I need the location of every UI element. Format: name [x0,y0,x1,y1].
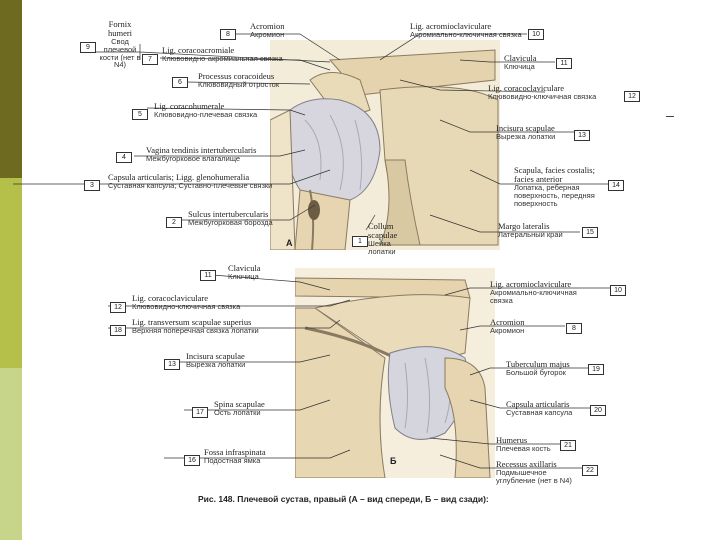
label-collum-scapulae: Collum scapulae Шейка лопатки [368,222,412,256]
label-russian: Суставная капсула; Суставно-плечевые свя… [108,182,284,190]
label-vagina-tendinis: Vagina tendinis intertubercularis Межбуг… [146,146,256,163]
illustration-posterior-view [295,268,495,478]
label-latin: Fornix humeri [98,20,142,38]
label-fornix-humeri: Fornix humeri Свод плечевой кости (нет в… [98,20,142,69]
label-russian: Суставная капсула [506,409,572,417]
panel-letter-a: A [286,238,293,248]
label-russian: Верхняя поперечная связка лопатки [132,327,259,335]
label-number: 12 [110,302,126,313]
label-sulcus-intertubercularis: Sulcus intertubercularis Межбугорковая б… [188,210,273,227]
label-russian: Ость лопатки [214,409,265,417]
label-latin: Scapula, facies costalis; facies anterio… [514,166,606,184]
label-lig-coracohumerale: Lig. coracohumerale Клювовидно-плечевая … [154,102,257,119]
label-russian: Акромион [250,31,284,39]
label-number: 13 [164,359,180,370]
label-margo-lateralis: Margo lateralis Латеральный край [498,222,563,239]
label-russian: Клювовидный отросток [198,81,279,89]
label-acromion-b: Acromion Акромион [490,318,524,335]
label-number: 10 [610,285,626,296]
label-number: 12 [624,91,640,102]
label-latin: Collum scapulae [368,222,412,240]
label-clavicula-a: Clavicula Ключица [504,54,537,71]
label-recessus-axillaris: Recessus axillaris Подмышечное углублени… [496,460,578,485]
label-clavicula-b: Clavicula Ключица [228,264,261,281]
label-lig-acromioclaviculare-a: Lig. acromioclaviculare Акромиально-ключ… [410,22,522,39]
label-lig-coracoclaviculare-b: Lig. coracoclaviculare Клювовидно-ключич… [132,294,240,311]
label-number: 8 [220,29,236,40]
label-number: 9 [80,42,96,53]
label-scapula-facies-costalis: Scapula, facies costalis; facies anterio… [514,166,606,207]
panel-letter-b: Б [390,456,396,466]
label-number: 6 [172,77,188,88]
label-russian: Клювовидно-плечевая связка [154,111,257,119]
label-acromion-a: Acromion Акромион [250,22,284,39]
label-capsula-articularis-a: Capsula articularis; Ligg. glenohumerali… [108,173,284,190]
label-incisura-scapulae-b: Incisura scapulae Вырезка лопатки [186,352,245,369]
figure-caption: Рис. 148. Плечевой сустав, правый (А – в… [198,494,489,504]
label-number: 17 [192,407,208,418]
label-lig-coracoacromiale: Lig. coracoacromiale Клювовидно-акромиал… [162,46,283,63]
label-number: 21 [560,440,576,451]
label-tuberculum-majus: Tuberculum majus Большой бугорок [506,360,570,377]
label-lig-coracoclaviculare-a: Lig. coracoclaviculare Клювовидно-ключич… [488,84,596,101]
label-russian: Лопатка, реберная поверхность, передняя … [514,184,606,208]
label-russian: Акромиально-ключичная связка [490,289,600,305]
label-number: 19 [588,364,604,375]
label-number: 1 [352,236,368,247]
label-number: 14 [608,180,624,191]
label-russian: Подмышечное углубление (нет в N4) [496,469,578,485]
sidebar-block-dark [0,0,22,178]
label-russian: Большой бугорок [506,369,570,377]
label-russian: Межбугорковое влагалище [146,155,256,163]
label-number: 13 [574,130,590,141]
label-russian: Шейка лопатки [368,240,412,256]
label-number: 8 [566,323,582,334]
decorative-dash [666,116,674,117]
label-number: 16 [184,455,200,466]
label-lig-acromioclaviculare-b: Lig. acromioclaviculare Акромиально-ключ… [490,280,600,305]
label-number: 2 [166,217,182,228]
label-number: 7 [142,54,158,65]
label-number: 18 [110,325,126,336]
label-number: 20 [590,405,606,416]
sidebar-decoration [0,0,22,540]
label-russian: Подостная ямка [204,457,266,465]
label-number: 3 [84,180,100,191]
illustration-anterior-view [270,40,500,250]
label-russian: Клювовидно-ключичная связка [132,303,240,311]
label-russian: Акромион [490,327,524,335]
label-russian: Клювовидно-акромиальная связка [162,55,283,63]
label-number: 15 [582,227,598,238]
sidebar-block-mid [0,178,22,368]
label-number: 4 [116,152,132,163]
label-russian: Свод плечевой кости (нет в N4) [98,38,142,70]
sidebar-block-light [0,368,22,540]
label-russian: Плечевая кость [496,445,551,453]
label-russian: Межбугорковая борозда [188,219,273,227]
label-incisura-scapulae-a: Incisura scapulae Вырезка лопатки [496,124,555,141]
label-processus-coracoideus: Processus coracoideus Клювовидный отрост… [198,72,279,89]
label-humerus: Humerus Плечевая кость [496,436,551,453]
label-lig-transversum: Lig. transversum scapulae superius Верхн… [132,318,259,335]
label-number: 11 [556,58,572,69]
label-russian: Вырезка лопатки [496,133,555,141]
label-number: 22 [582,465,598,476]
label-russian: Вырезка лопатки [186,361,245,369]
label-number: 10 [528,29,544,40]
label-number: 11 [200,270,216,281]
label-spina-scapulae: Spina scapulae Ость лопатки [214,400,265,417]
label-russian: Ключица [504,63,537,71]
label-russian: Ключица [228,273,261,281]
label-fossa-infraspinata: Fossa infraspinata Подостная ямка [204,448,266,465]
label-capsula-articularis-b: Capsula articularis Суставная капсула [506,400,572,417]
label-russian: Клювовидно-ключичная связка [488,93,596,101]
label-russian: Латеральный край [498,231,563,239]
label-number: 5 [132,109,148,120]
label-russian: Акромиально-ключичная связка [410,31,522,39]
